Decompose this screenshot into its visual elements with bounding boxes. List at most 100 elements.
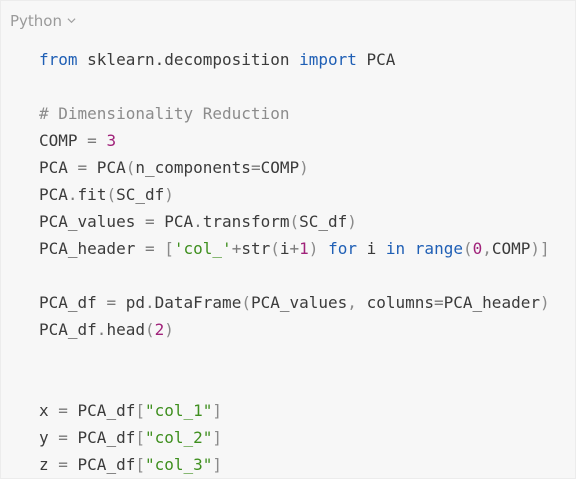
code-line: COMP = 3: [39, 127, 550, 154]
text-token: sklearn.decomposition: [77, 50, 300, 69]
punctuation-token: ]: [212, 455, 223, 474]
text-token: COMP: [260, 158, 300, 177]
text-token: SC_df: [299, 212, 348, 231]
punctuation-token: ): [299, 158, 309, 177]
text-token: PCA: [154, 212, 194, 231]
punctuation-token: ): [539, 293, 550, 312]
text-token: PCA: [39, 185, 68, 204]
text-token: PCA_df: [39, 293, 107, 312]
text-token: transform: [202, 212, 290, 231]
punctuation-token: )]: [530, 239, 550, 258]
text-token: PCA: [356, 50, 396, 69]
string-token: "col_2": [144, 428, 213, 447]
text-token: [405, 239, 415, 258]
code-line: [39, 73, 550, 100]
punctuation-token: ): [347, 212, 357, 231]
punctuation-token: ,: [347, 293, 357, 312]
number-token: 3: [106, 131, 117, 150]
text-token: head: [106, 320, 145, 339]
keyword-token: in: [385, 239, 406, 258]
keyword-token: import: [299, 50, 357, 69]
punctuation-token: (: [241, 293, 251, 312]
operator-token: =: [144, 239, 155, 258]
punctuation-token: ,: [482, 239, 492, 258]
code-line: from sklearn.decomposition import PCA: [39, 46, 550, 73]
text-token: pd: [116, 293, 145, 312]
punctuation-token: ): [164, 185, 174, 204]
punctuation-token: ]: [212, 401, 223, 420]
code-line: # Dimensionality Reduction: [39, 100, 550, 127]
text-token: PCA_header: [39, 239, 145, 258]
punctuation-token: (: [144, 320, 155, 339]
text-token: [155, 239, 165, 258]
operator-token: .: [67, 185, 78, 204]
punctuation-token: (: [106, 185, 117, 204]
code-line: PCA = PCA(n_components=COMP): [39, 154, 550, 181]
punctuation-token: (: [270, 239, 280, 258]
language-selector[interactable]: Python: [10, 10, 76, 32]
code-line: x = PCA_df["col_1"]: [39, 397, 550, 424]
text-token: y: [39, 428, 59, 447]
operator-token: +: [231, 239, 242, 258]
language-label: Python: [10, 12, 62, 30]
operator-token: .: [96, 320, 107, 339]
code-line: PCA_header = ['col_'+str(i+1) for i in r…: [39, 235, 550, 262]
text-token: i: [356, 239, 386, 258]
keyword-token: from: [39, 50, 78, 69]
text-token: PCA_df: [67, 401, 136, 420]
text-token: DataFrame: [154, 293, 242, 312]
code-line: [39, 262, 550, 289]
text-token: i: [279, 239, 290, 258]
code-line: y = PCA_df["col_2"]: [39, 424, 550, 451]
operator-token: =: [58, 428, 68, 447]
punctuation-token: (: [462, 239, 473, 258]
text-token: PCA_header: [443, 293, 540, 312]
keyword-token: range: [414, 239, 463, 258]
text-token: PCA: [39, 158, 78, 177]
number-token: 0: [472, 239, 483, 258]
punctuation-token: ): [308, 239, 319, 258]
code-line: PCA_values = PCA.transform(SC_df): [39, 208, 550, 235]
number-token: 1: [299, 239, 309, 258]
punctuation-token: (: [125, 158, 136, 177]
text-token: [318, 239, 328, 258]
string-token: "col_3": [144, 455, 213, 474]
text-token: PCA_values: [39, 212, 145, 231]
text-token: COMP: [491, 239, 531, 258]
text-token: n_components: [135, 158, 251, 177]
punctuation-token: [: [164, 239, 174, 258]
operator-token: =: [144, 212, 155, 231]
text-token: columns: [356, 293, 434, 312]
code-line: PCA.fit(SC_df): [39, 181, 550, 208]
text-token: PCA: [87, 158, 126, 177]
text-token: PCA_df: [39, 320, 97, 339]
punctuation-token: (: [289, 212, 300, 231]
code-line: PCA_df.head(2): [39, 316, 550, 343]
comment-token: # Dimensionality Reduction: [39, 104, 290, 123]
text-token: [97, 131, 107, 150]
chevron-down-icon: [67, 17, 76, 23]
text-token: COMP: [39, 131, 88, 150]
operator-token: =: [250, 158, 261, 177]
text-token: PCA_df: [67, 428, 136, 447]
text-token: z: [39, 455, 59, 474]
code-line: [39, 370, 550, 397]
text-token: PCA_values: [250, 293, 348, 312]
punctuation-token: [: [135, 428, 145, 447]
code-line: [39, 343, 550, 370]
text-token: SC_df: [116, 185, 165, 204]
text-token: str: [241, 239, 271, 258]
string-token: "col_1": [144, 401, 213, 420]
punctuation-token: [: [135, 401, 145, 420]
keyword-token: for: [328, 239, 357, 258]
text-token: fit: [77, 185, 107, 204]
operator-token: +: [289, 239, 300, 258]
code-line: z = PCA_df["col_3"]: [39, 451, 550, 478]
operator-token: =: [58, 455, 68, 474]
operator-token: =: [87, 131, 97, 150]
operator-token: =: [58, 401, 68, 420]
code-line: PCA_df = pd.DataFrame(PCA_values, column…: [39, 289, 550, 316]
punctuation-token: ): [164, 320, 174, 339]
code-content[interactable]: from sklearn.decomposition import PCA # …: [39, 46, 550, 478]
